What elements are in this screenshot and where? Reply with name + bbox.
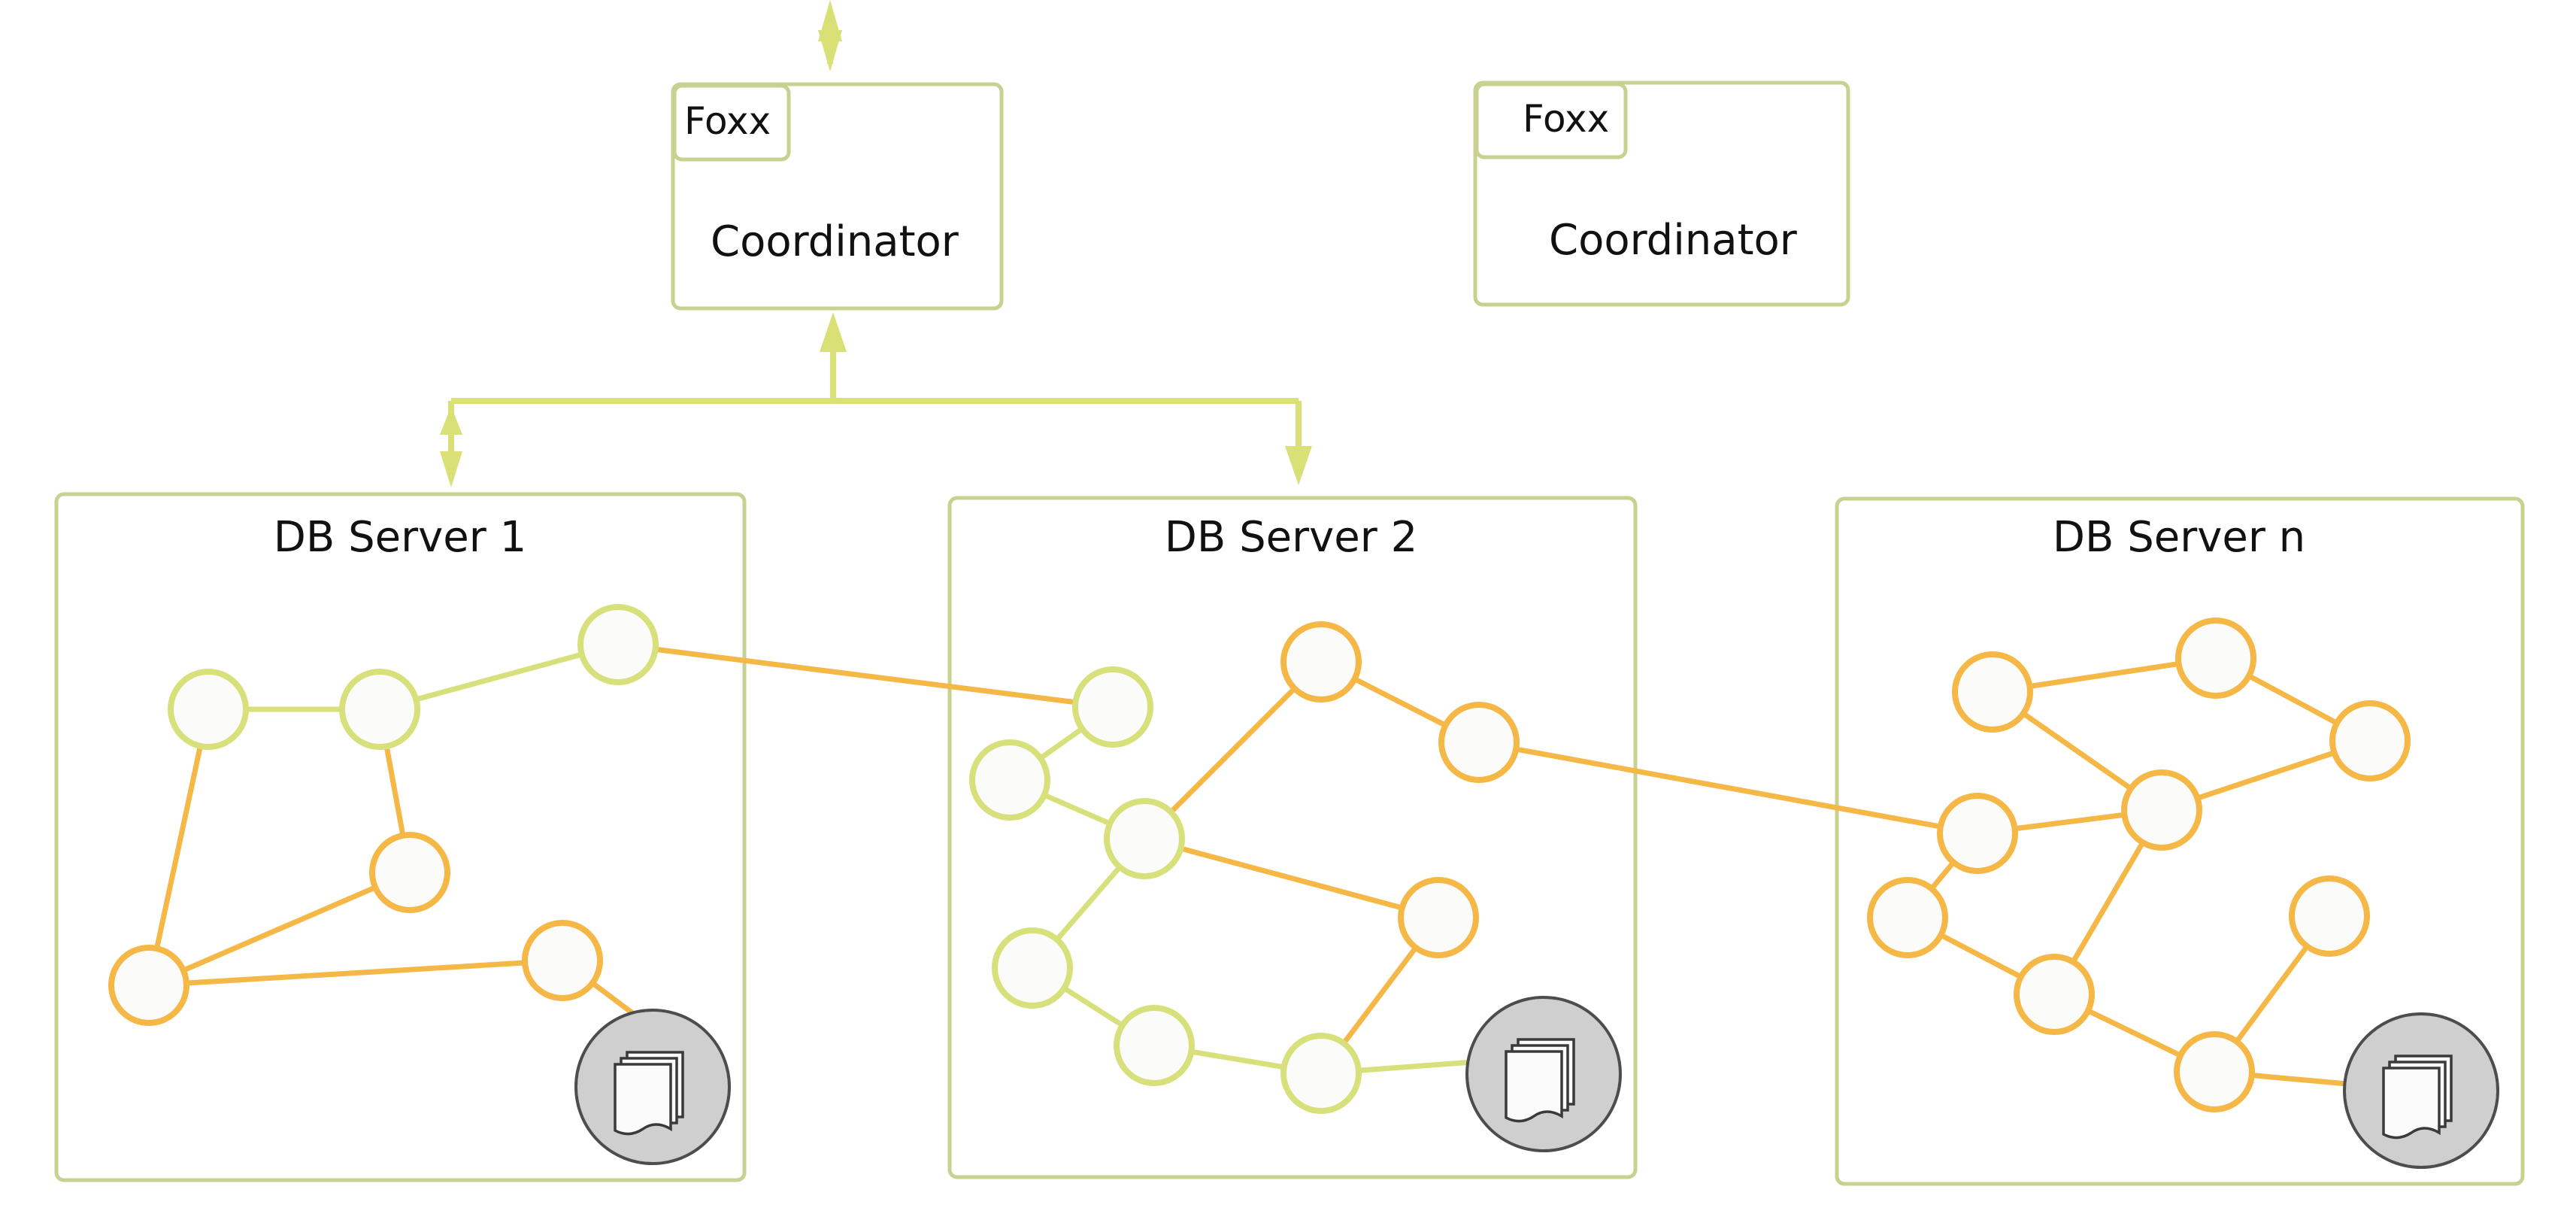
documents-icon	[1465, 996, 1622, 1152]
graph-node	[2014, 954, 2095, 1035]
graph-node	[339, 669, 420, 750]
documents-icon	[574, 1009, 731, 1165]
documents-icon	[2343, 1012, 2499, 1169]
db-server-label: DB Server 1	[274, 513, 526, 562]
graph-node	[2329, 700, 2411, 781]
graph-node	[108, 945, 189, 1026]
graph-node	[2121, 769, 2202, 851]
graph-node	[1280, 1033, 1362, 1114]
graph-node	[522, 920, 603, 1001]
graph-node	[1952, 651, 2033, 733]
db-server-label: DB Server n	[2053, 513, 2305, 562]
foxx-badge: Foxx	[672, 83, 791, 162]
graph-node	[1438, 702, 1520, 783]
coordinator-label: Coordinator	[1549, 216, 1798, 265]
graph-node	[1937, 793, 2018, 874]
graph-node	[992, 927, 1073, 1009]
graph-node	[1104, 798, 1185, 879]
graph-node	[369, 832, 450, 913]
graph-node	[2289, 875, 2370, 957]
graph-node	[2175, 618, 2256, 699]
foxx-label: Foxx	[684, 99, 771, 143]
foxx-label: Foxx	[1523, 97, 1609, 141]
graph-node	[1072, 666, 1153, 748]
graph-node	[1114, 1005, 1195, 1086]
coordinator-label: Coordinator	[711, 217, 959, 266]
graph-nodes	[108, 604, 2411, 1114]
coordinator-connectors	[440, 0, 1312, 487]
graph-node	[1867, 877, 1948, 958]
graph-node	[1398, 877, 1479, 958]
graph-node	[577, 604, 659, 685]
coordinator-2: Foxx Coordinator	[1473, 80, 1850, 307]
db-server-label: DB Server 2	[1165, 513, 1417, 562]
foxx-badge: Foxx	[1474, 82, 1628, 159]
coordinator-1: Foxx Coordinator	[671, 82, 1004, 311]
graph-node	[168, 669, 249, 750]
graph-node	[1280, 621, 1362, 703]
graph-node	[969, 739, 1050, 821]
graph-node	[2174, 1031, 2255, 1112]
